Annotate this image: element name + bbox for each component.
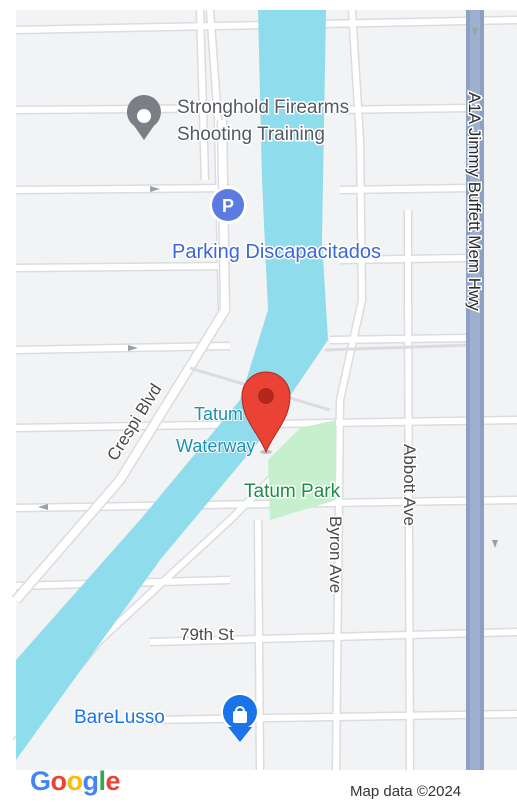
poi-stronghold-label-line2: Shooting Training [177, 124, 325, 145]
google-logo-letter: o [66, 766, 84, 796]
parking-icon-letter: P [222, 196, 234, 216]
poi-barelusso-label: BareLusso [74, 707, 165, 728]
connector-road [324, 343, 471, 352]
tatum-waterway-water [16, 10, 328, 760]
road-label-79th: 79th St [180, 625, 234, 644]
road-label-byron: Byron Ave [326, 516, 345, 593]
one-way-arrows [38, 28, 498, 548]
a1a-highway-road [466, 10, 484, 770]
google-logo-letter: e [105, 766, 121, 796]
location-pin-icon[interactable] [241, 371, 291, 454]
waterway-label-line2: Waterway [176, 436, 255, 456]
road-label-abbott: Abbott Ave [400, 444, 419, 526]
google-logo-letter: g [82, 766, 100, 796]
parking-icon: P [209, 186, 247, 224]
tatum-park-area [268, 420, 336, 520]
google-logo-text: Google [30, 766, 121, 796]
attribution-bar [0, 770, 517, 804]
shopping-bag-icon [220, 693, 259, 742]
google-logo-letter: o [50, 766, 68, 796]
google-logo-letter: G [30, 766, 51, 796]
google-logo-letter: l [98, 766, 107, 796]
poi-ring-icon [126, 95, 161, 140]
google-logo: Google [30, 766, 121, 797]
poi-barelusso[interactable]: BareLusso [73, 693, 259, 742]
poi-stronghold[interactable]: Stronghold Firearms Shooting Training [126, 95, 351, 147]
map-data-attribution[interactable]: Map data ©2024 [350, 783, 461, 800]
road-label-highway: A1A Jimmy Buffett Mem Hwy [465, 92, 484, 311]
poi-parking[interactable]: P Parking Discapacitados [171, 186, 383, 265]
park-label[interactable]: Tatum Park [243, 480, 343, 504]
map-data-text: Map data ©2024 [350, 783, 462, 800]
waterway-label-line1: Tatum [194, 404, 243, 424]
poi-parking-label: Parking Discapacitados [172, 241, 381, 263]
poi-stronghold-label-line1: Stronghold Firearms [177, 97, 349, 118]
